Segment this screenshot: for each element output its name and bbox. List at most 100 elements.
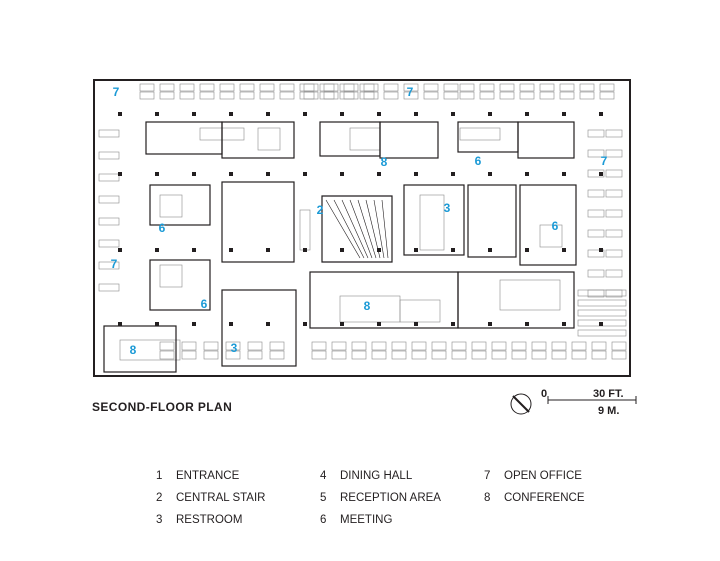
stair-tread xyxy=(333,199,365,259)
column xyxy=(451,322,455,326)
meeting-table xyxy=(159,264,183,288)
legend-label: RECEPTION AREA xyxy=(340,492,441,504)
desk xyxy=(219,91,235,100)
desk xyxy=(605,209,623,218)
desk xyxy=(579,91,595,100)
desk xyxy=(225,341,241,351)
desk xyxy=(403,91,419,100)
desk xyxy=(587,269,605,278)
room-marker: 7 xyxy=(601,154,608,168)
desk xyxy=(599,91,615,100)
desk xyxy=(371,341,387,351)
legend-number: 7 xyxy=(484,470,491,482)
room-wall xyxy=(221,289,297,367)
desk xyxy=(159,83,175,92)
column xyxy=(488,172,492,176)
desk xyxy=(299,83,315,92)
column xyxy=(340,112,344,116)
room-marker: 8 xyxy=(381,155,388,169)
desk xyxy=(331,341,347,351)
column xyxy=(414,112,418,116)
desk xyxy=(139,91,155,100)
column xyxy=(266,322,270,326)
desk xyxy=(551,350,567,360)
desk xyxy=(383,83,399,92)
column xyxy=(525,112,529,116)
desk xyxy=(587,169,605,178)
stair-tread xyxy=(357,199,377,259)
desk xyxy=(98,283,120,292)
desk xyxy=(247,341,263,351)
meeting-table xyxy=(119,339,181,361)
desk xyxy=(319,83,335,92)
legend-label: DINING HALL xyxy=(340,470,413,482)
column xyxy=(303,322,307,326)
meeting-table xyxy=(339,295,401,323)
room-marker: 8 xyxy=(130,343,137,357)
room-marker: 6 xyxy=(475,154,482,168)
desk xyxy=(371,350,387,360)
room-marker: 2 xyxy=(317,203,324,217)
legend-label: MEETING xyxy=(340,514,393,526)
scale-bar xyxy=(547,396,637,404)
desk xyxy=(98,195,120,204)
desk xyxy=(303,91,319,100)
column xyxy=(192,248,196,252)
column xyxy=(451,112,455,116)
room-wall xyxy=(457,121,519,153)
column xyxy=(155,172,159,176)
column xyxy=(488,112,492,116)
plan-title: SECOND-FLOOR PLAN xyxy=(92,400,233,414)
desk xyxy=(181,350,197,360)
column xyxy=(155,248,159,252)
scale-feet-label: 30 FT. xyxy=(593,388,624,400)
desk xyxy=(587,149,605,158)
room-wall xyxy=(517,121,575,159)
desk xyxy=(531,350,547,360)
desk xyxy=(459,83,475,92)
desk xyxy=(499,91,515,100)
room-marker: 3 xyxy=(444,201,451,215)
desk xyxy=(199,91,215,100)
column xyxy=(525,248,529,252)
stair-outline xyxy=(321,195,393,263)
column xyxy=(229,322,233,326)
desk xyxy=(519,83,535,92)
stair-tread xyxy=(325,199,361,259)
column xyxy=(414,172,418,176)
desk xyxy=(363,83,379,92)
desk xyxy=(519,91,535,100)
column xyxy=(451,172,455,176)
column xyxy=(266,248,270,252)
desk xyxy=(539,91,555,100)
column xyxy=(303,248,307,252)
desk xyxy=(539,83,555,92)
desk xyxy=(339,83,355,92)
desk xyxy=(239,91,255,100)
stair-tread xyxy=(341,199,369,259)
desk xyxy=(511,341,527,351)
column xyxy=(192,172,196,176)
desk xyxy=(459,91,475,100)
desk xyxy=(431,350,447,360)
desk xyxy=(605,269,623,278)
meeting-table xyxy=(299,209,311,251)
room-wall xyxy=(149,184,211,226)
room-marker: 7 xyxy=(113,85,120,99)
desk xyxy=(571,341,587,351)
column xyxy=(340,172,344,176)
legend-number: 5 xyxy=(320,492,327,504)
desk xyxy=(587,189,605,198)
column xyxy=(599,112,603,116)
desk xyxy=(491,350,507,360)
room-marker: 6 xyxy=(552,219,559,233)
desk xyxy=(269,350,285,360)
building-outline xyxy=(93,79,631,377)
column xyxy=(229,248,233,252)
column xyxy=(303,112,307,116)
room-wall xyxy=(221,181,295,263)
meeting-table xyxy=(349,127,381,151)
desk xyxy=(587,129,605,138)
desk xyxy=(269,341,285,351)
